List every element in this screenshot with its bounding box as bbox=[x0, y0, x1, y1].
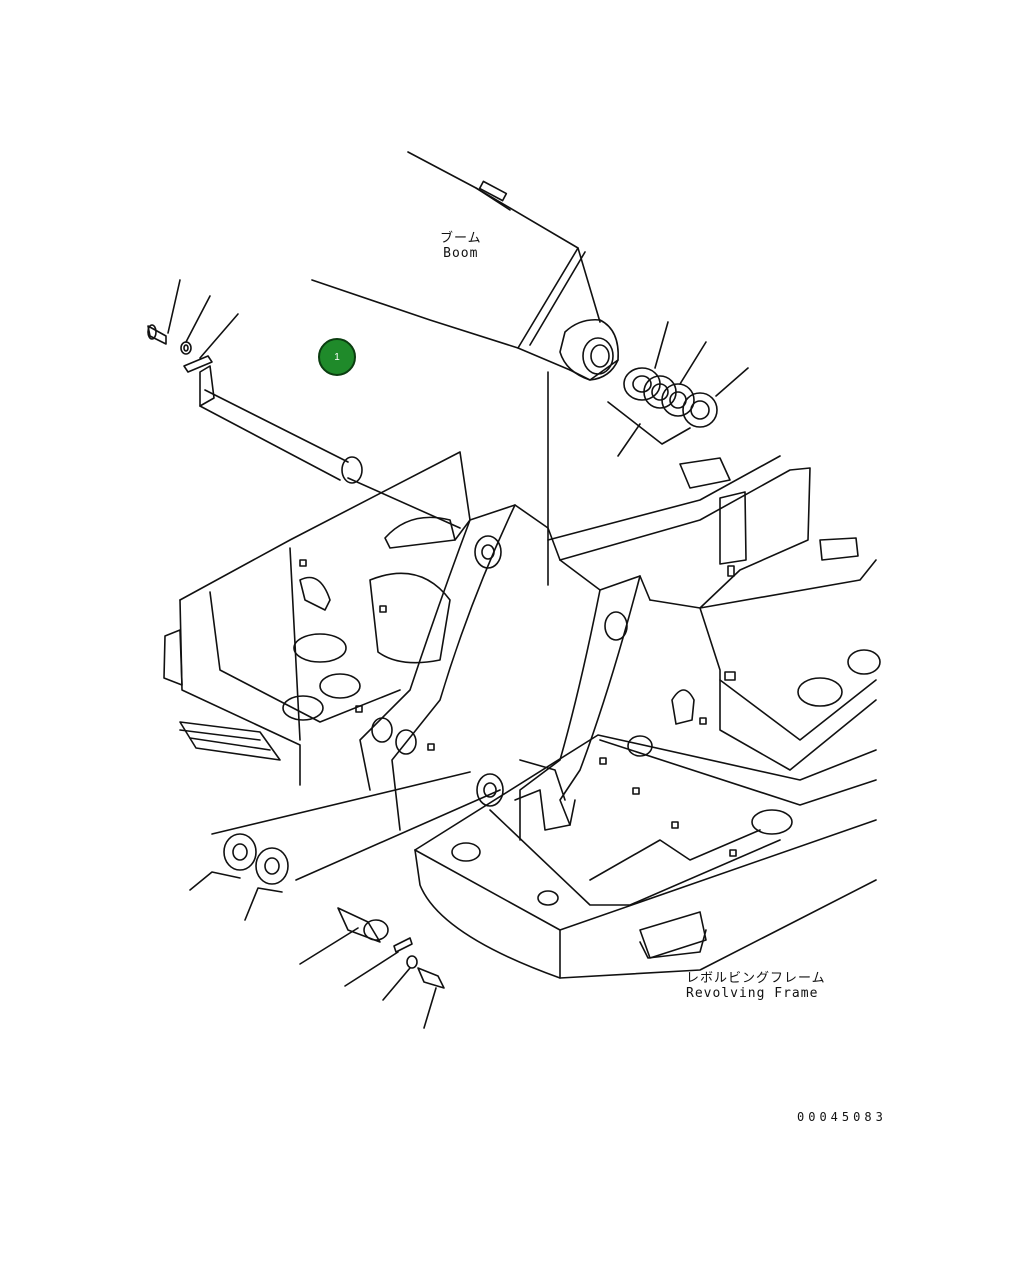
revolving-frame-label-jp: レボルビングフレーム bbox=[686, 971, 826, 986]
revolving-frame-label: レボルビングフレーム Revolving Frame bbox=[686, 971, 826, 1001]
revolving-frame-drawing bbox=[163, 451, 881, 979]
boom-label-en: Boom bbox=[443, 246, 479, 261]
shim-stack bbox=[607, 321, 749, 457]
part-callout-1[interactable]: 1 bbox=[318, 338, 356, 376]
boom-label: ブーム Boom bbox=[440, 231, 482, 261]
boom-label-jp: ブーム bbox=[440, 231, 482, 246]
boom-drawing bbox=[311, 151, 619, 586]
fasteners-top bbox=[147, 279, 239, 373]
fasteners-bottom bbox=[189, 771, 501, 1029]
part-callout-number: 1 bbox=[334, 351, 340, 363]
revolving-frame-label-en: Revolving Frame bbox=[686, 986, 819, 1001]
boom-foot-pin bbox=[199, 365, 461, 529]
drawing-number: 00045083 bbox=[797, 1110, 887, 1124]
